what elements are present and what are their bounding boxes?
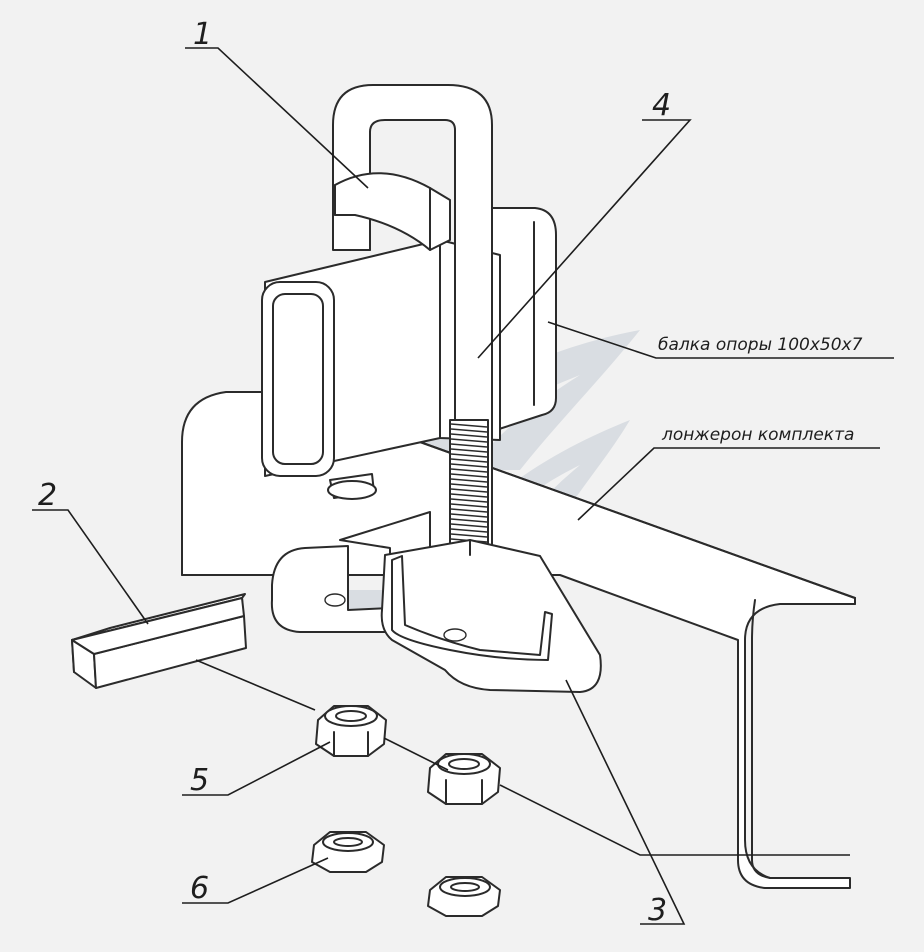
thread-line [450, 453, 488, 458]
leader-lines [32, 47, 894, 925]
callout-4: 4 [652, 88, 671, 123]
thread-line [450, 458, 488, 463]
thread-line [450, 478, 488, 483]
note-beam: балка опоры 100х50х7 [658, 335, 863, 355]
thread-line [450, 423, 488, 428]
thread-line [450, 443, 488, 448]
nut-6-b [427, 876, 501, 917]
thread-line [450, 498, 488, 503]
thread-line [450, 473, 488, 478]
thread-line [450, 533, 488, 538]
callout-6: 6 [190, 871, 209, 906]
back-plate [489, 207, 557, 431]
thread-line [450, 518, 488, 523]
stud-nut [327, 473, 377, 500]
clamp-saddle [334, 172, 451, 251]
thread-line [450, 493, 488, 498]
thread-line [450, 483, 488, 488]
thread-line [450, 438, 488, 443]
thread-line [450, 448, 488, 453]
callout-1: 1 [193, 17, 212, 52]
thread-line [450, 503, 488, 508]
thread-line [450, 433, 488, 438]
nut-6-a [311, 831, 385, 873]
callout-3: 3 [648, 893, 667, 928]
note-spar: лонжерон комплекта [661, 425, 854, 445]
thread-line [450, 468, 488, 473]
thread-line [450, 463, 488, 468]
callout-2: 2 [38, 478, 57, 513]
thread-line [450, 528, 488, 533]
hook-plate-right [380, 539, 602, 693]
thread-line [450, 428, 488, 433]
thread-line [450, 508, 488, 513]
nut-5-b [427, 753, 501, 805]
nut-5-a [315, 705, 387, 757]
thread-line [450, 523, 488, 528]
bolt-thread [449, 419, 489, 546]
callout-5: 5 [190, 763, 209, 798]
thread-line [450, 513, 488, 518]
spacer-bar [71, 593, 247, 689]
thread-line [450, 488, 488, 493]
